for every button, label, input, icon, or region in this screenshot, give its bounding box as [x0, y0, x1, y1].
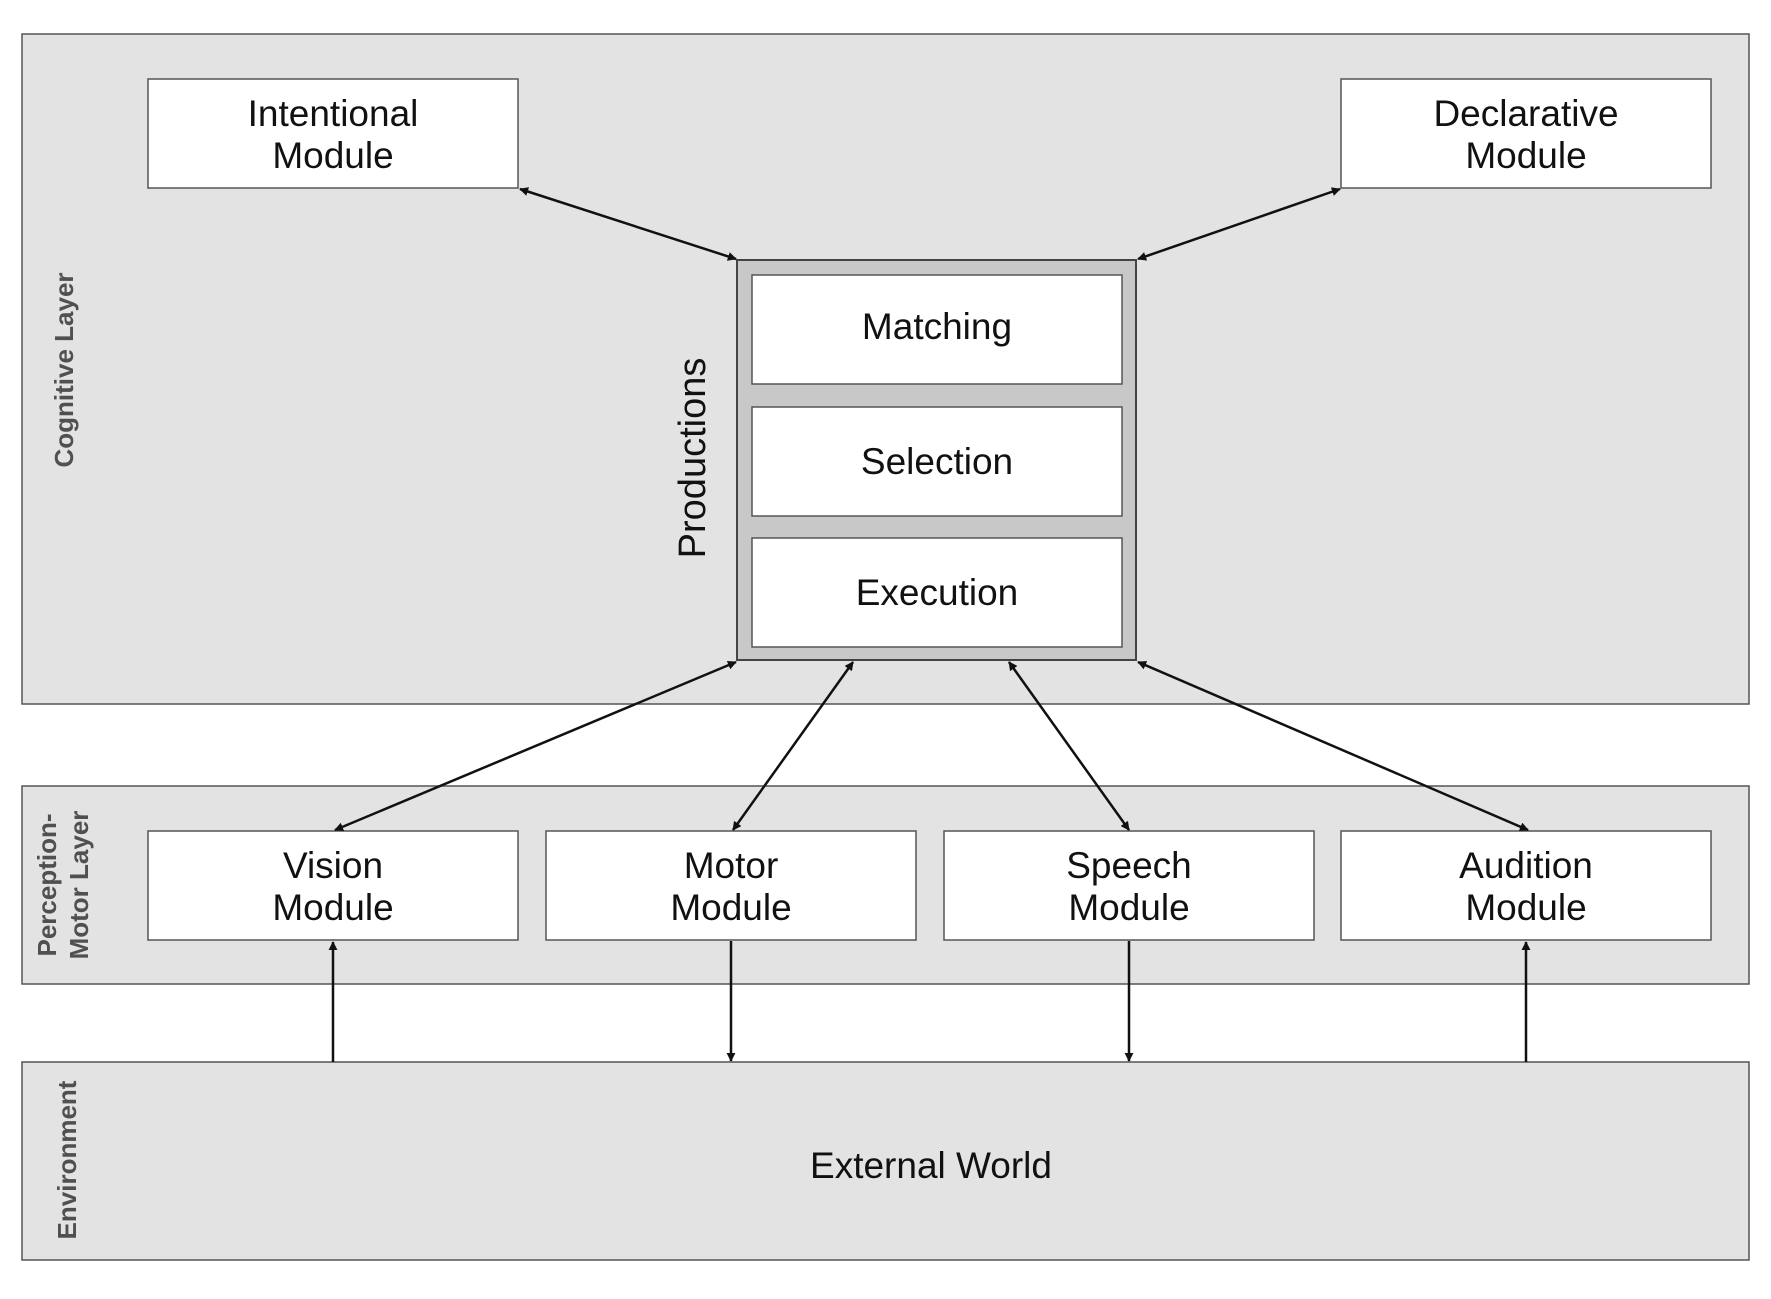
arrow-intentional-productions [519, 187, 737, 261]
arrow-productions-vision [334, 660, 737, 832]
arrow-productions-speech [1007, 661, 1131, 831]
perception-motor-label-line2: Motor Layer [64, 811, 94, 960]
arrow-productions-motor [731, 661, 855, 831]
perception-motor-label-line1: Perception- [32, 813, 62, 956]
speech-module-line2: Module [1068, 887, 1189, 928]
selection-box [751, 406, 1123, 517]
motor-module: Motor Module [545, 830, 917, 941]
arrow-declarative-productions [1137, 187, 1341, 261]
intentional-module-line2: Module [272, 135, 393, 176]
external-world-label: External World [810, 1145, 1052, 1186]
environment-panel [21, 1061, 1750, 1261]
arrow-productions-audition [1137, 660, 1529, 832]
declarative-module: Declarative Module [1340, 78, 1712, 189]
productions-block: Matching Selection Execution [736, 259, 1137, 661]
motor-module-line2: Module [670, 887, 791, 928]
speech-module-line1: Speech [1066, 845, 1192, 886]
audition-module: Audition Module [1340, 830, 1712, 941]
execution-box [751, 537, 1123, 648]
speech-module: Speech Module [943, 830, 1315, 941]
execution-label: Execution [856, 572, 1019, 613]
intentional-module: Intentional Module [147, 78, 519, 189]
environment-layer-label: Environment [52, 1080, 82, 1239]
productions-label: Productions [672, 358, 714, 559]
matching-label: Matching [862, 306, 1012, 347]
motor-module-line1: Motor [684, 845, 779, 886]
selection-label: Selection [861, 441, 1013, 482]
declarative-module-line2: Module [1465, 135, 1586, 176]
audition-module-line1: Audition [1459, 845, 1593, 886]
audition-module-line2: Module [1465, 887, 1586, 928]
declarative-module-line1: Declarative [1433, 93, 1618, 134]
perception-motor-layer-label: Perception- Motor Layer [32, 811, 94, 960]
intentional-module-line1: Intentional [248, 93, 419, 134]
vision-module: Vision Module [147, 830, 519, 941]
cognitive-layer-label: Cognitive Layer [49, 272, 79, 467]
vision-module-line2: Module [272, 887, 393, 928]
matching-box [751, 274, 1123, 385]
vision-module-line1: Vision [283, 845, 383, 886]
